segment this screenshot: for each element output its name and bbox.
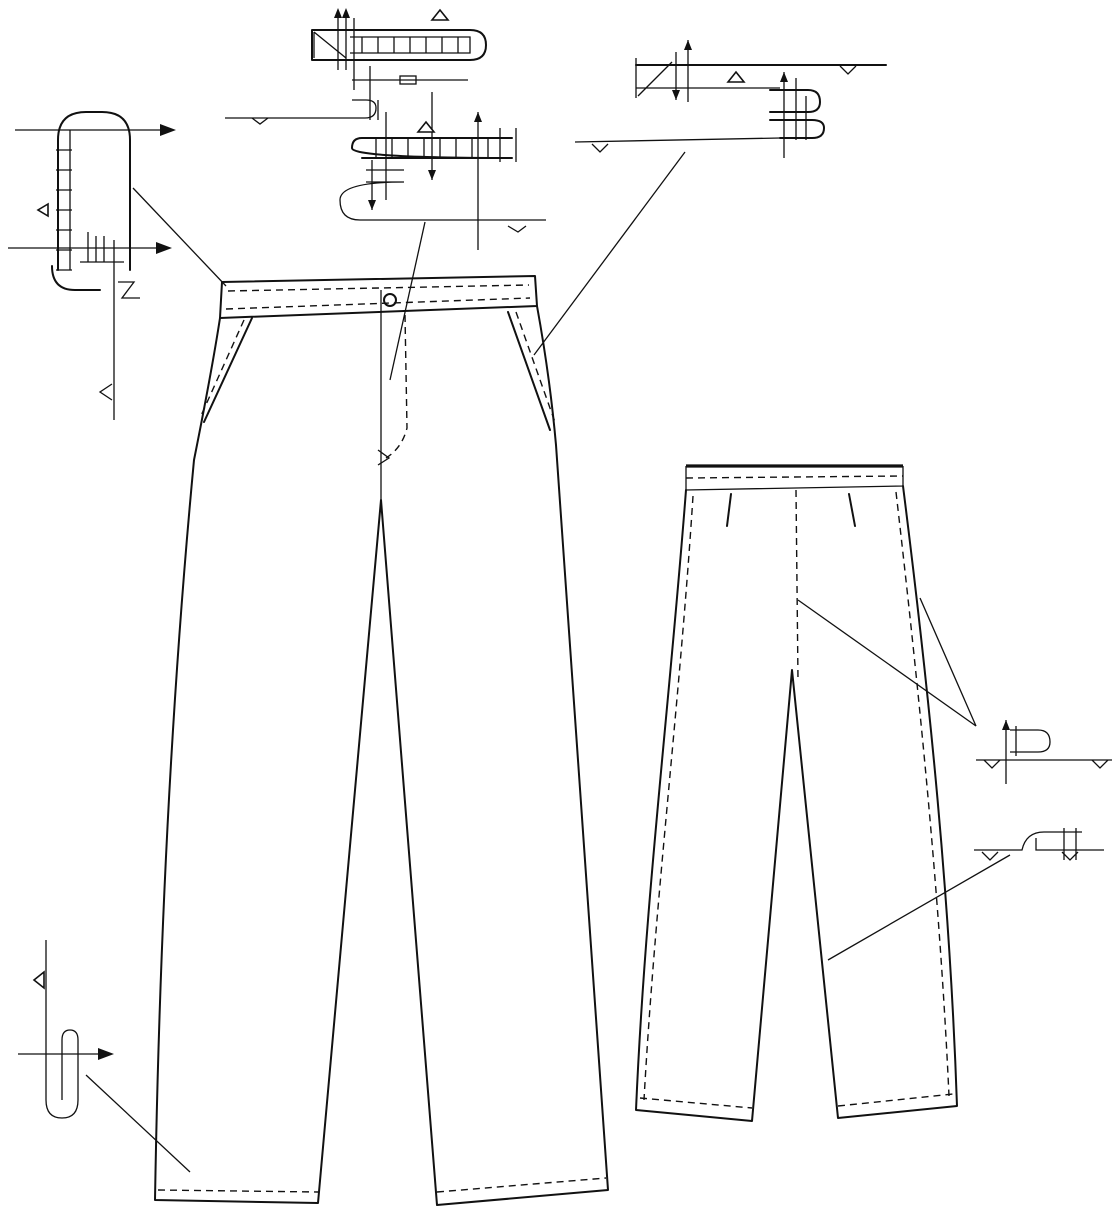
waistband-outline [219, 275, 538, 319]
back-left-dart [726, 493, 732, 527]
stitch-marks [80, 232, 124, 263]
pocket-fold-lower [769, 119, 825, 139]
fly-shield-layer [351, 137, 513, 159]
pocket-bag-line [574, 137, 781, 143]
notch-marker-icon [591, 143, 609, 153]
back-left-hem-stitch [639, 1097, 753, 1109]
notch-marker-icon [251, 117, 269, 125]
callout-waistband-section [8, 111, 176, 420]
back-center-stitch [795, 489, 799, 681]
left-pocket-opening [203, 317, 253, 423]
fly-facing-fold [225, 99, 377, 119]
notch-marker-icon [981, 851, 1079, 861]
fly-stitch-verticals [371, 92, 517, 250]
vertical-stitch-lines [337, 12, 355, 90]
hem-fold [45, 940, 79, 1119]
fly-topstitch [385, 314, 408, 459]
pocket-facing [635, 58, 780, 98]
back-right-side-stitch [895, 491, 950, 1097]
leader-pocket [533, 151, 686, 356]
waistband-topstitch-lower [225, 297, 531, 310]
leader-back-seam [827, 854, 1011, 961]
callout-back-side-seam [976, 720, 1112, 784]
callout-back-inseam [974, 828, 1104, 861]
inseam-upper-layer [974, 831, 1082, 851]
back-right-dart [848, 493, 856, 527]
back-waistband-stitch [685, 475, 904, 479]
fly-hatch-top [361, 37, 459, 53]
notch-marker-icon [36, 202, 49, 218]
front-waistband [219, 275, 538, 319]
pocket-fold-upper [769, 89, 821, 113]
fold-marker-icon [98, 383, 113, 401]
leader-back-crotch [797, 599, 977, 727]
arrow-up-icon [1002, 720, 1010, 730]
waistband-fold-outer [57, 111, 131, 271]
callout-pocket-section [574, 40, 887, 158]
arrow-up-icon [334, 8, 350, 18]
right-pocket-opening [507, 311, 551, 431]
notch-marker-icon [430, 8, 450, 21]
leader-back-side [919, 597, 977, 727]
fly-waistband-top-layer [311, 29, 487, 61]
side-seam-stitch [1005, 720, 1017, 784]
back-right-hem-stitch [837, 1093, 954, 1107]
inseam-lower-layer [1035, 838, 1104, 851]
fly-notch-mark [377, 449, 391, 466]
pocket-stitch-lines [783, 72, 807, 158]
waistband-fold-bottom [51, 265, 101, 291]
leader-waistband [132, 187, 227, 287]
hem-fold-top [61, 1029, 79, 1041]
side-seam-fold [1010, 729, 1051, 753]
back-view [635, 464, 958, 1122]
waistband-button [383, 293, 397, 307]
leader-hem [85, 1074, 191, 1173]
back-trouser-outline [635, 485, 958, 1122]
arrow-right-icon [98, 1048, 114, 1060]
diagonal-cut-mark [637, 61, 673, 97]
front-view [154, 275, 609, 1206]
notch-marker-icon [983, 759, 1109, 769]
callout-hem-section [18, 940, 114, 1119]
waistband-interfacing-hatch [56, 149, 72, 271]
right-pocket-stitch [515, 311, 557, 426]
notch-marker-icon [726, 70, 746, 83]
back-left-side-stitch [643, 495, 694, 1101]
leader-fly [389, 221, 426, 381]
leader-lines [85, 151, 1011, 1173]
fly-vertical-stitch [369, 66, 379, 120]
notch-marker-icon [416, 120, 436, 133]
front-right-hem-stitch [436, 1177, 607, 1193]
arrow-right-icon [156, 242, 172, 254]
fly-zip-tab [399, 75, 417, 85]
fly-underlap-fold [339, 169, 546, 221]
arrow-icon [672, 40, 692, 100]
waistband-topstitch-upper [227, 284, 530, 292]
arrow-right-icon [160, 124, 176, 136]
notch-marker-icon [32, 970, 45, 990]
arrow-up-icon [780, 72, 788, 82]
notch-marker-icon [507, 225, 527, 233]
callout-fly-section [225, 8, 546, 250]
diagonal-cut-mark [313, 31, 347, 59]
zigzag-mark [118, 281, 140, 299]
fly-hatch-middle [375, 138, 489, 158]
front-left-hem-stitch [157, 1189, 319, 1193]
left-pocket-stitch [199, 319, 245, 419]
back-waistband [685, 464, 904, 491]
front-trouser-outline [154, 305, 609, 1206]
back-waistband-outline [685, 466, 904, 491]
notch-marker-icon [839, 65, 857, 75]
